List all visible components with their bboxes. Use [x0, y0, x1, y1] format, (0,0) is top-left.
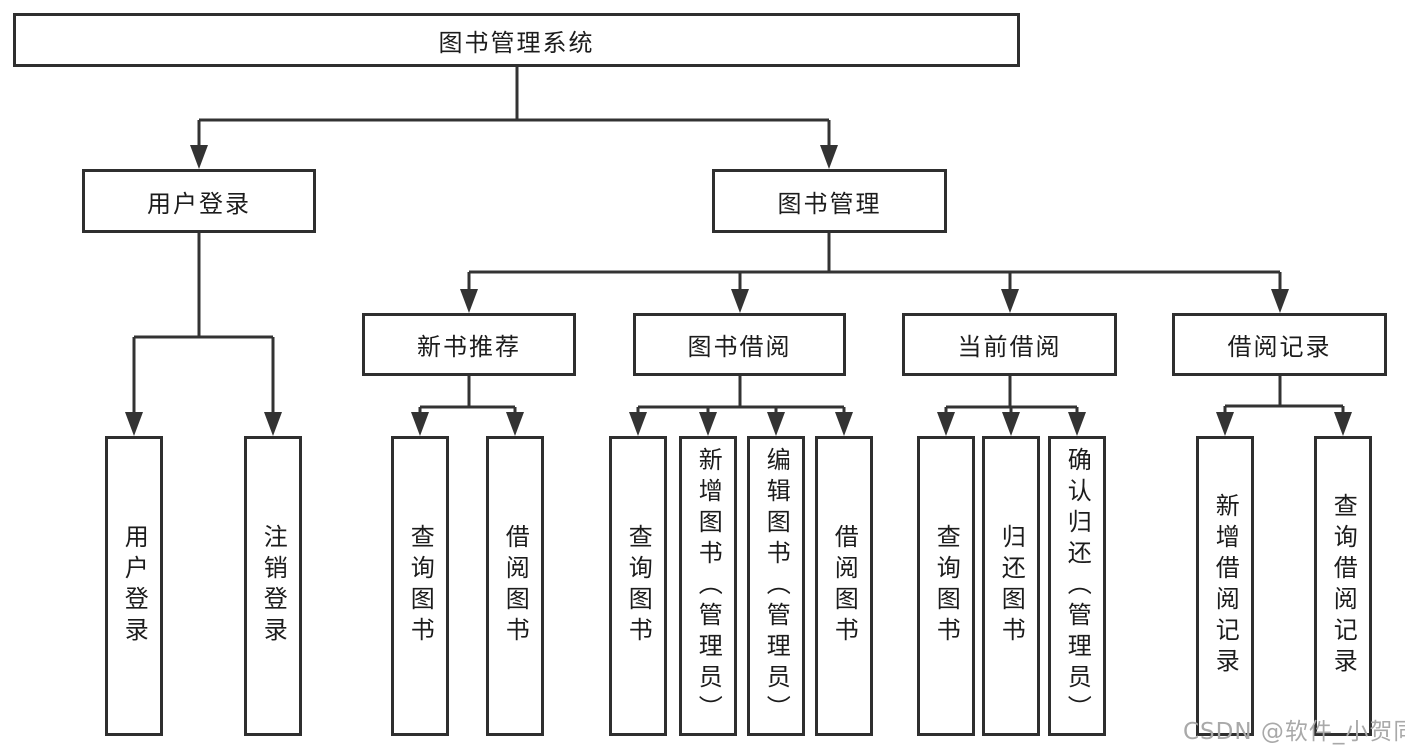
leaf-borrowing-edit-books-admin: 编辑图书（管理员）: [747, 436, 805, 736]
node-label: 注销登录: [259, 524, 288, 648]
node-label: 新书推荐: [417, 333, 521, 361]
node-label: 确认归还（管理员）: [1063, 446, 1092, 726]
node-borrowing-records: 借阅记录: [1172, 313, 1387, 376]
node-label: 图书管理系统: [438, 28, 595, 57]
leaf-current-confirm-return-admin: 确认归还（管理员）: [1048, 436, 1106, 736]
node-label: 新增图书（管理员）: [694, 446, 723, 726]
node-label: 查询图书: [406, 524, 435, 648]
leaf-borrowing-query-books: 查询图书: [609, 436, 667, 736]
leaf-records-add-record: 新增借阅记录: [1196, 436, 1254, 736]
node-label: 查询图书: [624, 524, 653, 648]
leaf-newbook-borrow-books: 借阅图书: [486, 436, 544, 736]
node-book-management: 图书管理: [712, 169, 947, 233]
arrowheads: [125, 145, 1352, 436]
csdn-watermark: CSDN @软件_小贺同学: [1183, 719, 1405, 745]
leaf-current-query-books: 查询图书: [917, 436, 975, 736]
leaf-user-login: 用户登录: [105, 436, 163, 736]
node-root-system: 图书管理系统: [13, 13, 1020, 67]
node-label: 借阅图书: [501, 524, 530, 648]
node-label: 图书借阅: [687, 333, 792, 361]
node-label: 图书管理: [777, 189, 882, 218]
leaf-borrowing-borrow-books: 借阅图书: [815, 436, 873, 736]
node-current-borrowing: 当前借阅: [902, 313, 1117, 376]
leaf-newbook-query-books: 查询图书: [391, 436, 449, 736]
node-label: 查询图书: [932, 524, 961, 648]
leaf-logout: 注销登录: [244, 436, 302, 736]
leaf-records-query-record: 查询借阅记录: [1314, 436, 1372, 736]
node-label: 归还图书: [997, 524, 1026, 648]
node-label: 编辑图书（管理员）: [762, 446, 791, 726]
node-label: 借阅记录: [1227, 333, 1332, 361]
node-book-borrowing: 图书借阅: [633, 313, 846, 376]
node-new-book-recommend: 新书推荐: [362, 313, 576, 376]
node-label: 当前借阅: [957, 333, 1062, 361]
leaf-borrowing-add-books-admin: 新增图书（管理员）: [679, 436, 737, 736]
leaf-current-return-books: 归还图书: [982, 436, 1040, 736]
node-label: 用户登录: [120, 524, 149, 648]
node-label: 用户登录: [147, 189, 251, 218]
node-label: 查询借阅记录: [1329, 493, 1358, 679]
node-label: 借阅图书: [830, 524, 859, 648]
tree-branch-lines: [134, 67, 1343, 409]
node-label: 新增借阅记录: [1211, 493, 1240, 679]
node-user-login: 用户登录: [82, 169, 316, 233]
